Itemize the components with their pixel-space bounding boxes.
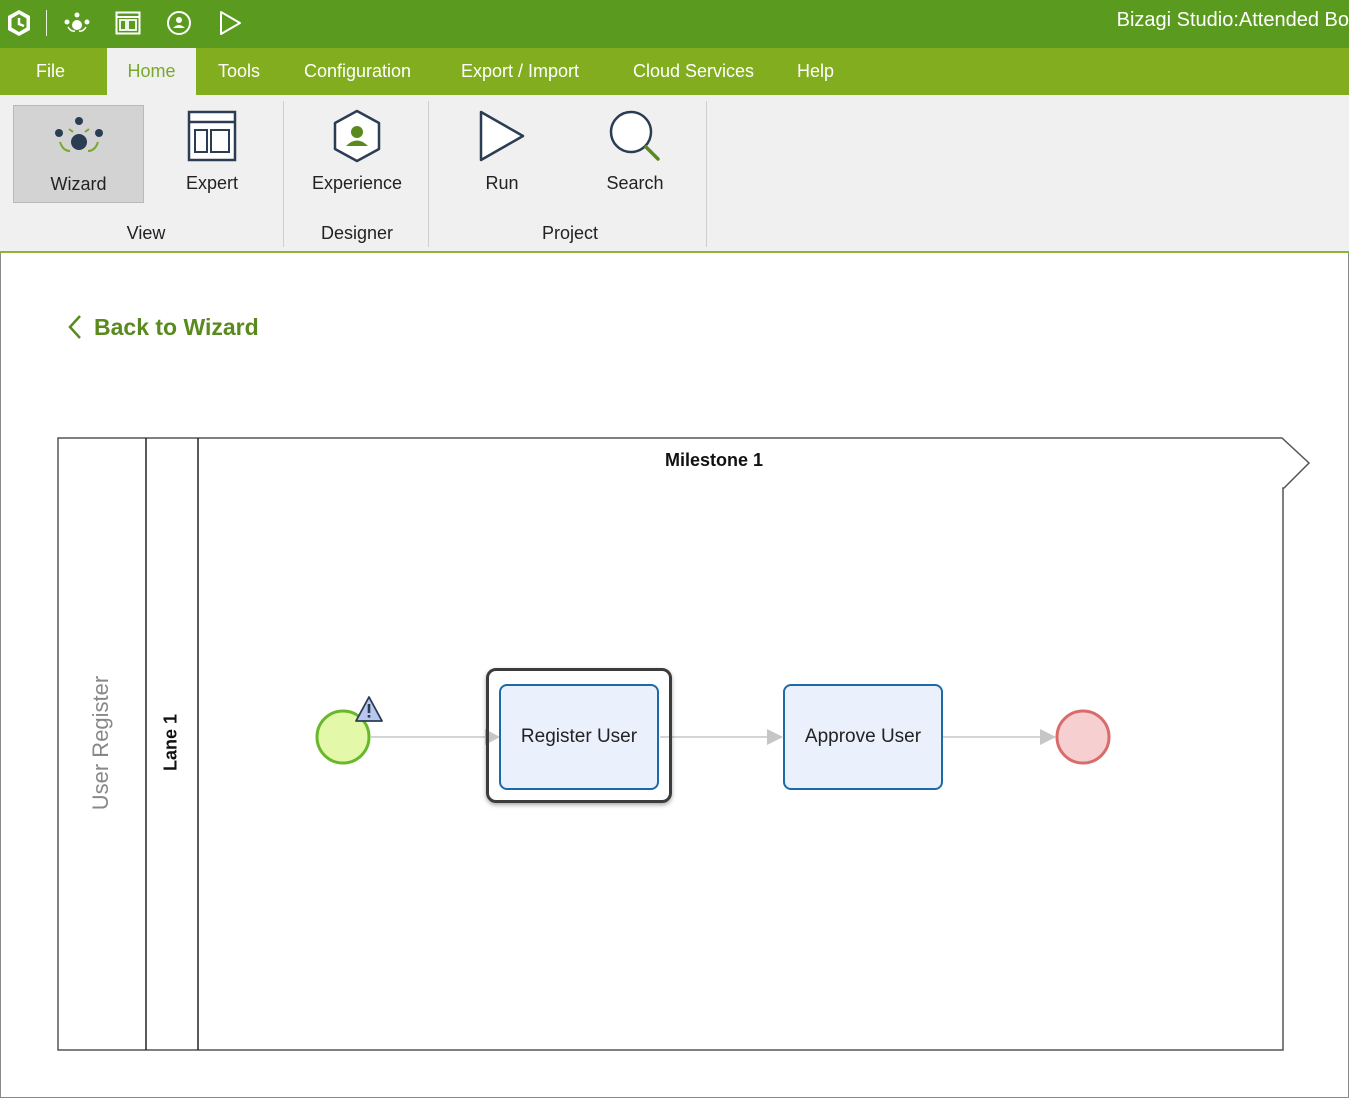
menu-help[interactable]: Help — [797, 61, 835, 81]
search-button[interactable]: Search — [570, 105, 700, 201]
lane-label: Lane 1 — [160, 713, 181, 772]
menu-bar: File Home Tools Configuration Export / I… — [0, 48, 1349, 95]
app-title: Bizagi Studio:Attended Bo — [1116, 9, 1349, 31]
wizard-label: Wizard — [50, 174, 107, 194]
menu-export-import[interactable]: Export / Import — [461, 61, 580, 81]
bizagi-logo-icon[interactable] — [4, 8, 34, 38]
menu-file[interactable]: File — [36, 61, 66, 81]
run-label: Run — [485, 173, 519, 193]
wizard-icon — [14, 106, 143, 168]
expert-label: Expert — [185, 173, 239, 193]
milestone-label: Milestone 1 — [664, 450, 764, 470]
end-event[interactable] — [1055, 709, 1111, 765]
warning-icon[interactable] — [355, 696, 383, 722]
task-register-user[interactable]: Register User — [499, 684, 659, 790]
menu-home[interactable]: Home — [107, 48, 196, 95]
experience-button[interactable]: Experience — [292, 105, 422, 201]
group-label-project: Project — [541, 223, 599, 243]
ribbon-separator — [706, 101, 707, 247]
experience-icon — [292, 105, 422, 167]
menu-cloud-services[interactable]: Cloud Services — [633, 61, 755, 81]
experience-label: Experience — [311, 173, 403, 193]
run-button[interactable]: Run — [437, 105, 567, 201]
chevron-left-icon — [68, 315, 81, 339]
group-label-designer: Designer — [320, 223, 394, 243]
wizard-icon[interactable] — [62, 8, 92, 38]
task-selection-frame — [486, 668, 672, 803]
experience-icon[interactable] — [164, 8, 194, 38]
search-icon — [570, 105, 700, 167]
ribbon-separator — [428, 101, 429, 247]
run-icon — [437, 105, 567, 167]
group-label-view: View — [126, 223, 166, 243]
ribbon: Wizard Expert View Experience Designer — [0, 95, 1349, 253]
expert-icon[interactable] — [113, 8, 143, 38]
wizard-button[interactable]: Wizard — [13, 105, 144, 203]
run-icon[interactable] — [215, 8, 245, 38]
title-separator — [46, 10, 47, 36]
ribbon-separator — [283, 101, 284, 247]
back-to-wizard-label: Back to Wizard — [94, 313, 259, 340]
expert-button[interactable]: Expert — [147, 105, 277, 201]
title-bar: Bizagi Studio:Attended Bo — [0, 0, 1349, 48]
menu-tools[interactable]: Tools — [218, 61, 261, 81]
search-label: Search — [606, 173, 664, 193]
back-to-wizard-link[interactable]: Back to Wizard — [66, 312, 259, 342]
start-event[interactable] — [315, 709, 371, 765]
pool-label: User Register — [88, 675, 113, 811]
task-approve-user[interactable]: Approve User — [783, 684, 943, 790]
pool — [57, 437, 1311, 1051]
expert-icon — [147, 105, 277, 167]
menu-configuration[interactable]: Configuration — [304, 61, 412, 81]
